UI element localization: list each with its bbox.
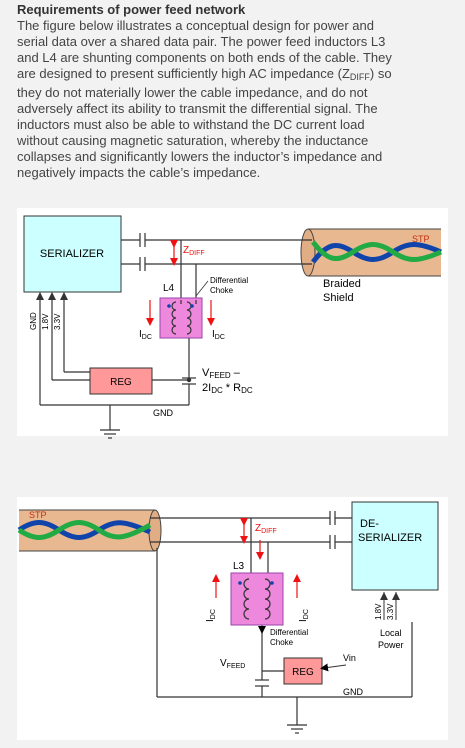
para-line: The figure below illustrates a conceptua… (17, 18, 374, 33)
top-vfeed-sub: FEED (209, 371, 231, 380)
serializer-label: SERIALIZER (40, 248, 104, 260)
description-paragraph: The figure below illustrates a conceptua… (17, 18, 457, 181)
bottom-pin-1v8: 1.8V (374, 603, 383, 620)
bottom-reg-box (283, 657, 323, 685)
bottom-vfeed: V (220, 658, 227, 669)
bottom-pin-3v3: 3.3V (386, 603, 395, 620)
para-text: are designed to present sufficiently hig… (17, 66, 350, 81)
top-idc: I (212, 329, 215, 340)
bottom-pin-arrows (380, 592, 400, 620)
deserializer-label: DE- (360, 518, 379, 530)
vin-label: Vin (343, 653, 356, 663)
bottom-vfeed-label: VFEED (220, 658, 245, 670)
deserializer-chip (351, 501, 439, 591)
top-choke-coils (171, 300, 197, 335)
top-formula-b: * R (223, 382, 241, 394)
bottom-choke-l3 (230, 572, 284, 626)
top-vfeed: V (202, 367, 210, 379)
top-idc-sub: DC (142, 334, 152, 341)
para-line: inductors must also be able to withstand… (17, 117, 365, 132)
para-line: collapses and significantly lowers the i… (17, 149, 383, 164)
top-choke-dot (190, 304, 194, 308)
local-power-label: Power (378, 640, 404, 650)
top-idc: I (139, 329, 142, 340)
top-reg-box (89, 367, 153, 395)
bottom-diff-choke-label: Choke (270, 638, 294, 647)
top-pin-arrows (36, 292, 68, 300)
bottom-diff-choke-label: Differential (270, 628, 308, 637)
bottom-stp-cable: STP (17, 509, 162, 552)
top-pin-gnd: GND (29, 312, 38, 330)
top-diff-choke-label: Choke (210, 286, 234, 295)
top-diff-choke-label: Differential (210, 276, 248, 285)
vin-arrow (320, 663, 347, 672)
bottom-choke-coils (243, 578, 271, 620)
top-stp-label: STP (412, 234, 430, 244)
top-choke-leader (195, 280, 209, 297)
para-line: adversely affect its ability to transmit… (17, 101, 378, 116)
para-line: negatively impacts the cable’s impedance… (17, 165, 261, 180)
bottom-idc-sub: DC (210, 609, 217, 619)
top-diagram: STP SERIALIZER ZDIFF (17, 208, 448, 439)
para-subscript: DIFF (349, 72, 370, 82)
deserializer-label: SERIALIZER (358, 532, 422, 544)
top-z-sub: DIFF (189, 250, 205, 257)
bottom-choke-dot (238, 581, 242, 585)
top-reg-label: REG (110, 377, 132, 388)
para-line: without causing magnetic saturation, whe… (17, 133, 369, 148)
l4-label: L4 (163, 283, 175, 294)
bottom-stp-label: STP (29, 510, 47, 520)
bottom-vfeed-sub: FEED (227, 663, 246, 670)
bottom-reg-label: REG (292, 667, 314, 678)
top-stp-cable: STP (300, 228, 442, 277)
top-idc-right: IDC (212, 329, 225, 341)
para-line: and L4 are shunting components on both e… (17, 50, 392, 65)
top-choke-l4 (159, 297, 203, 339)
top-formula-a: 2I (202, 382, 211, 394)
bottom-idc-sub: DC (303, 609, 310, 619)
top-pin-1v8: 1.8V (41, 313, 50, 330)
bottom-idc: I (298, 619, 309, 622)
top-vfeed-tail: – (231, 367, 241, 379)
bottom-choke-dot (270, 581, 274, 585)
top-gnd-label: GND (153, 408, 174, 418)
bottom-zdiff-label: ZDIFF (255, 523, 277, 535)
braided-label: Braided (323, 278, 361, 290)
top-z: Z (183, 245, 189, 256)
top-idc-left: IDC (139, 329, 152, 341)
bottom-z: Z (255, 523, 261, 534)
top-zdiff-label: ZDIFF (183, 245, 205, 257)
l3-label: L3 (233, 561, 245, 572)
para-line: they do not materially lower the cable i… (17, 85, 368, 100)
top-feed-wiring (39, 299, 196, 439)
braided-label: Shield (323, 292, 354, 304)
bottom-z-sub: DIFF (261, 528, 277, 535)
top-pin-3v3: 3.3V (53, 313, 62, 330)
section-title: Requirements of power feed network (17, 2, 246, 17)
top-formula: 2IDC * RDC (202, 382, 253, 395)
bottom-gnd-label: GND (343, 687, 364, 697)
top-vfeed-node (186, 377, 192, 383)
bottom-idc: I (205, 619, 216, 622)
top-choke-dot (167, 304, 171, 308)
local-power-label: Local (380, 628, 402, 638)
para-text: ) so (369, 66, 392, 81)
para-line: serial data over a shared data pair. The… (17, 34, 386, 49)
top-formula-sub2: DC (241, 386, 253, 395)
bottom-idc-right: IDC (298, 609, 310, 622)
bottom-diagram: STP DE- SERIALIZER (17, 497, 448, 740)
serializer-chip (23, 215, 122, 293)
top-vfeed-label: VFEED – (202, 367, 241, 380)
top-idc-sub: DC (215, 334, 225, 341)
top-formula-sub1: DC (211, 386, 223, 395)
bottom-idc-left: IDC (205, 609, 217, 622)
para-line: are designed to present sufficiently hig… (17, 66, 457, 85)
